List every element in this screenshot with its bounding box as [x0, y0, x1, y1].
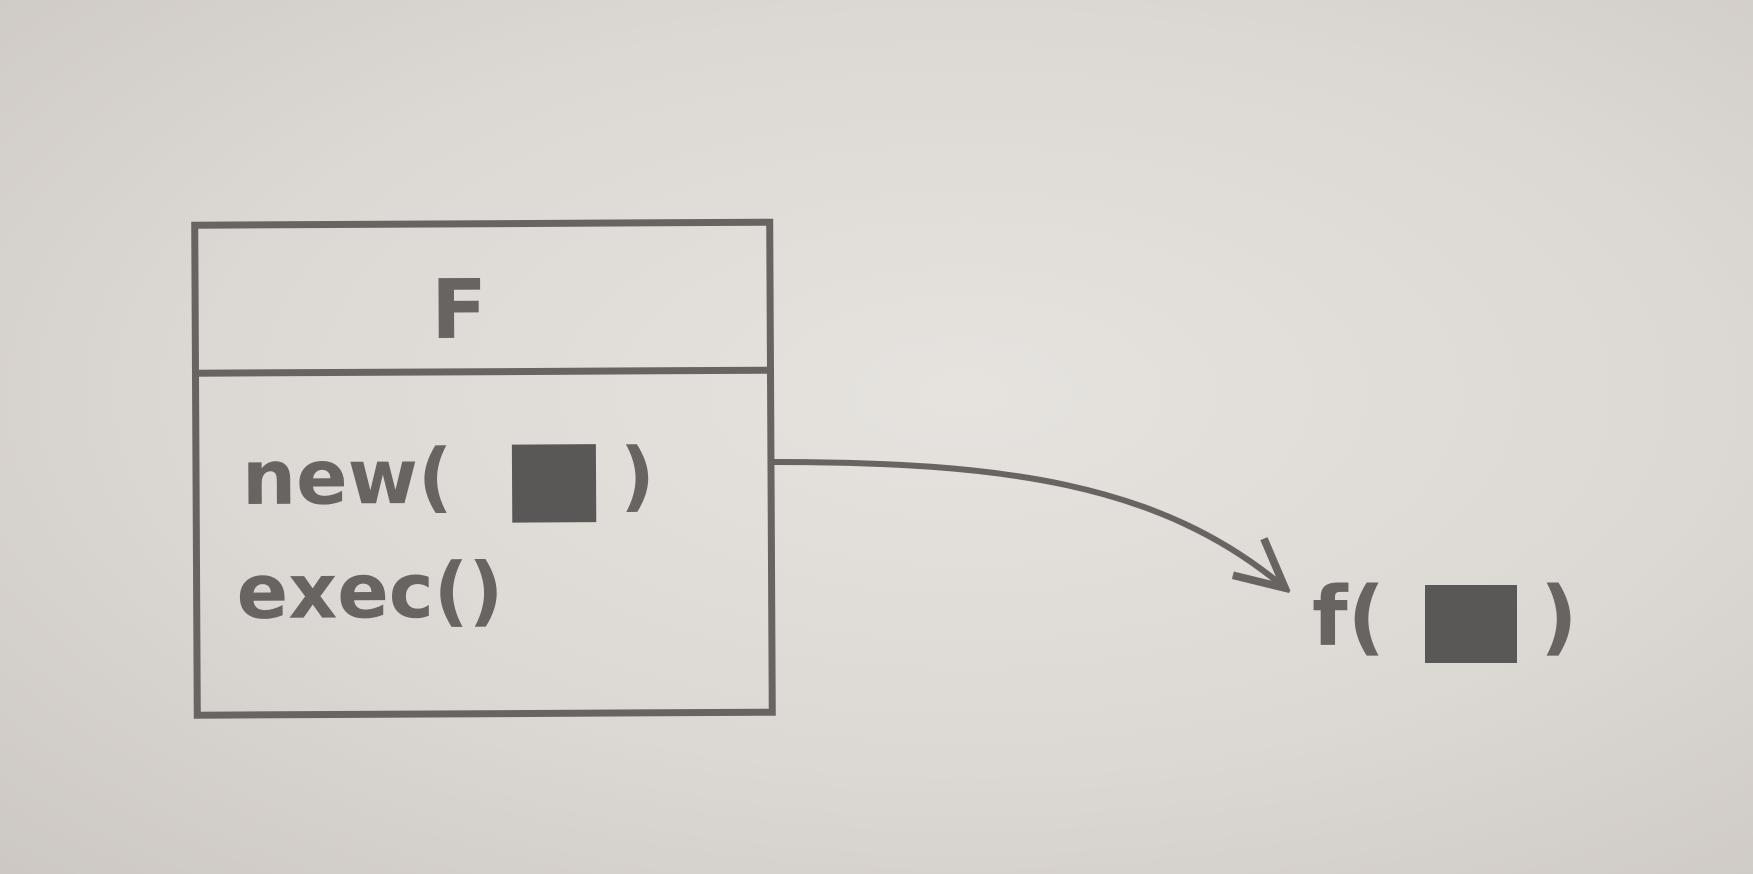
class-name: F: [431, 263, 488, 358]
call-arrow: [772, 459, 1285, 588]
placeholder-square-icon: [1425, 585, 1517, 663]
method-exec: exec(): [236, 546, 503, 636]
class-box-outline: [191, 218, 776, 719]
method-new-prefix: new(: [242, 432, 453, 522]
placeholder-square-icon: [511, 444, 597, 523]
call-target-prefix: f(: [1312, 570, 1385, 665]
class-box-f: F new( ) exec(): [191, 218, 776, 719]
class-box-divider: [195, 366, 771, 377]
call-target: f( ): [1312, 570, 1577, 665]
call-target-suffix: ): [1540, 570, 1577, 665]
method-new-suffix: ): [620, 431, 655, 520]
